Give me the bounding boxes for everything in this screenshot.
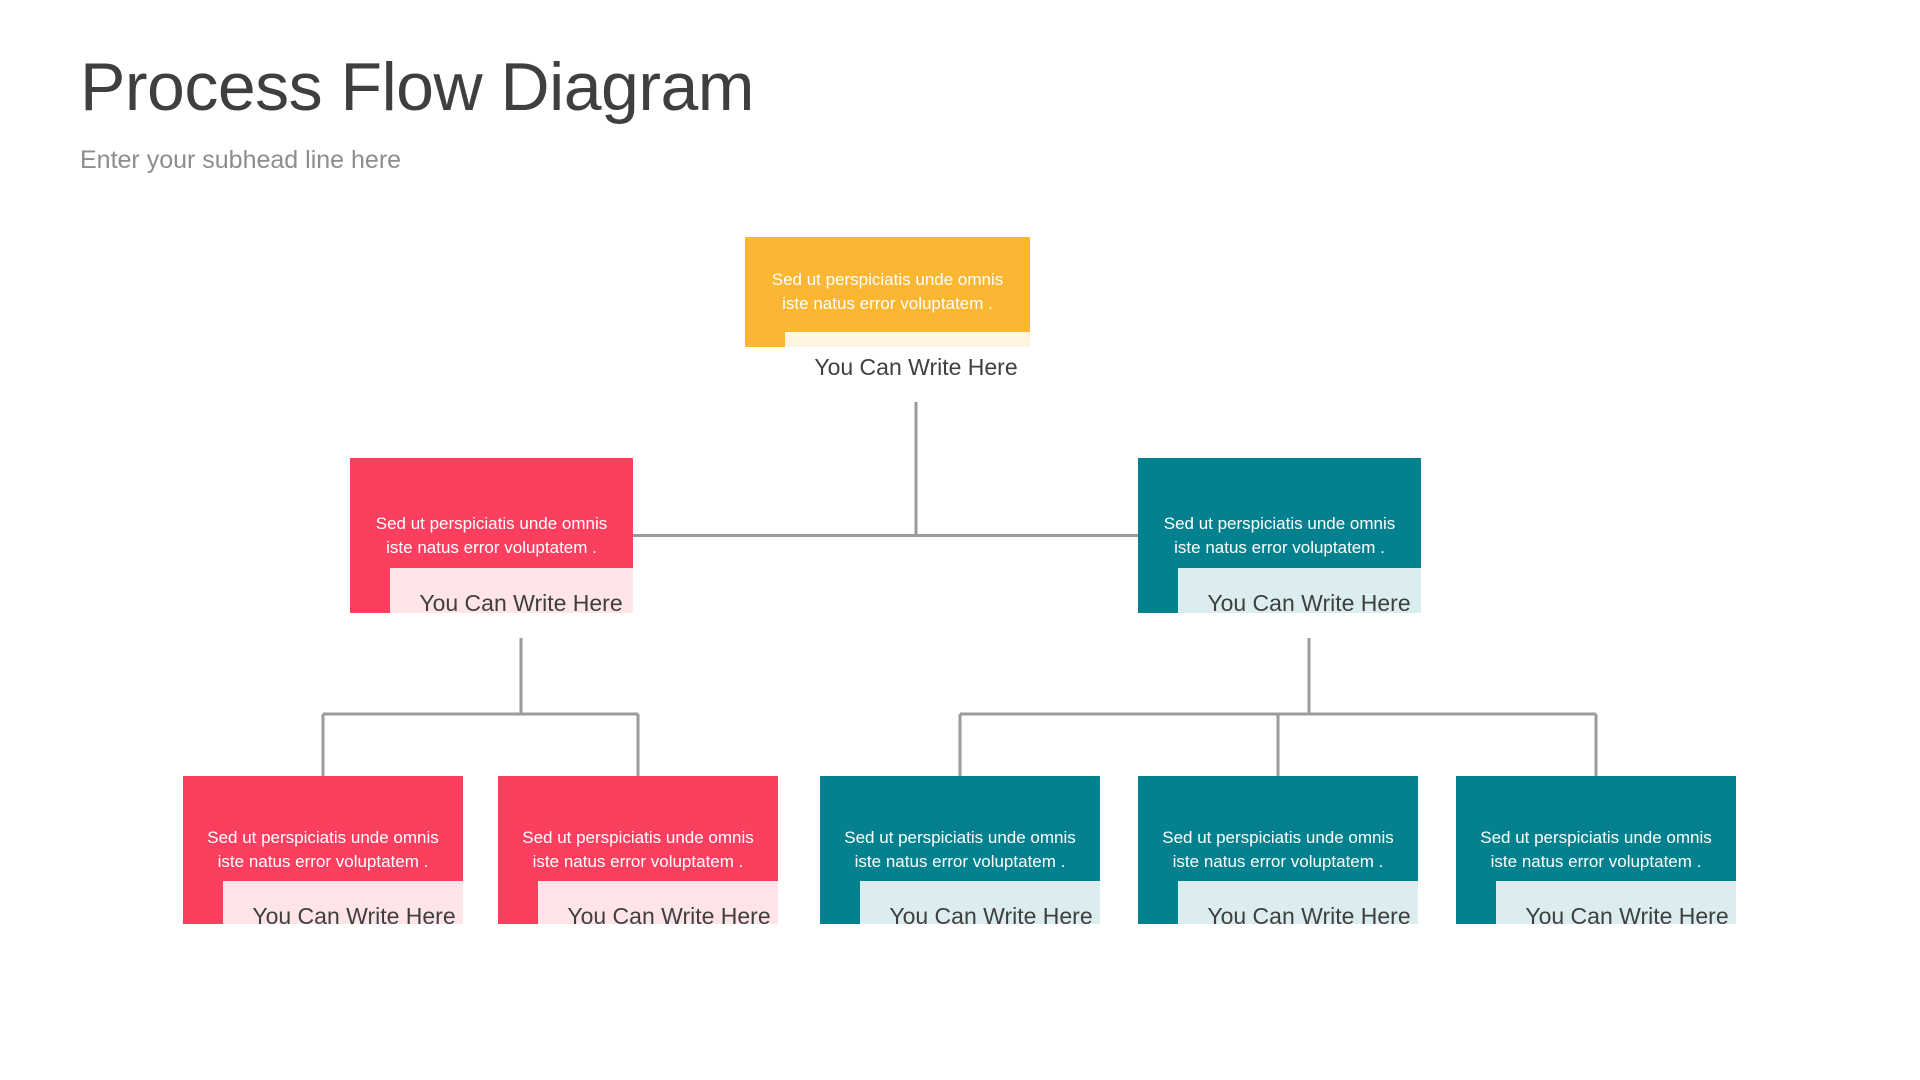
node-label-text-branch-right: You Can Write Here	[1207, 589, 1411, 616]
node-leaf-4[interactable]: Sed ut perspiciatis unde omnis iste natu…	[1138, 776, 1440, 951]
node-label-box-branch-left[interactable]: You Can Write Here	[390, 568, 652, 638]
node-color-box-root[interactable]: Sed ut perspiciatis unde omnis iste natu…	[745, 237, 1030, 347]
node-leaf-5[interactable]: Sed ut perspiciatis unde omnis iste natu…	[1456, 776, 1758, 951]
node-label-text-leaf-4: You Can Write Here	[1207, 902, 1411, 929]
node-label-box-leaf-1[interactable]: You Can Write Here	[223, 881, 485, 951]
node-label-box-root[interactable]: You Can Write Here	[785, 332, 1047, 402]
node-branch-left[interactable]: Sed ut perspiciatis unde omnis iste natu…	[350, 458, 652, 638]
node-label-text-root: You Can Write Here	[814, 353, 1018, 380]
node-leaf-1[interactable]: Sed ut perspiciatis unde omnis iste natu…	[183, 776, 485, 951]
page-title: Process Flow Diagram	[80, 49, 754, 125]
node-description-branch-left: Sed ut perspiciatis unde omnis iste natu…	[375, 513, 608, 557]
node-description-leaf-3: Sed ut perspiciatis unde omnis iste natu…	[844, 828, 1076, 871]
node-label-text-leaf-5: You Can Write Here	[1525, 902, 1729, 929]
node-description-root: Sed ut perspiciatis unde omnis iste natu…	[771, 270, 1004, 313]
node-label-text-leaf-2: You Can Write Here	[567, 902, 771, 929]
node-leaf-3[interactable]: Sed ut perspiciatis unde omnis iste natu…	[820, 776, 1122, 951]
node-label-text-leaf-1: You Can Write Here	[252, 902, 456, 929]
node-label-text-branch-left: You Can Write Here	[419, 589, 623, 616]
node-leaf-2[interactable]: Sed ut perspiciatis unde omnis iste natu…	[498, 776, 800, 951]
node-label-box-leaf-5[interactable]: You Can Write Here	[1496, 881, 1758, 951]
node-description-leaf-1: Sed ut perspiciatis unde omnis iste natu…	[207, 828, 439, 871]
page-subtitle: Enter your subhead line here	[80, 146, 402, 174]
node-description-leaf-5: Sed ut perspiciatis unde omnis iste natu…	[1480, 828, 1712, 871]
node-label-box-branch-right[interactable]: You Can Write Here	[1178, 568, 1440, 638]
node-description-leaf-4: Sed ut perspiciatis unde omnis iste natu…	[1162, 828, 1394, 871]
node-label-box-leaf-3[interactable]: You Can Write Here	[860, 881, 1122, 951]
slide-header: Process Flow Diagram Enter your subhead …	[80, 48, 1280, 176]
node-label-box-leaf-2[interactable]: You Can Write Here	[538, 881, 800, 951]
node-label-box-leaf-4[interactable]: You Can Write Here	[1178, 881, 1440, 951]
node-description-branch-right: Sed ut perspiciatis unde omnis iste natu…	[1163, 513, 1396, 557]
node-root[interactable]: Sed ut perspiciatis unde omnis iste natu…	[745, 237, 1047, 402]
node-label-text-leaf-3: You Can Write Here	[889, 902, 1093, 929]
node-description-leaf-2: Sed ut perspiciatis unde omnis iste natu…	[522, 828, 754, 871]
node-branch-right[interactable]: Sed ut perspiciatis unde omnis iste natu…	[1138, 458, 1440, 638]
